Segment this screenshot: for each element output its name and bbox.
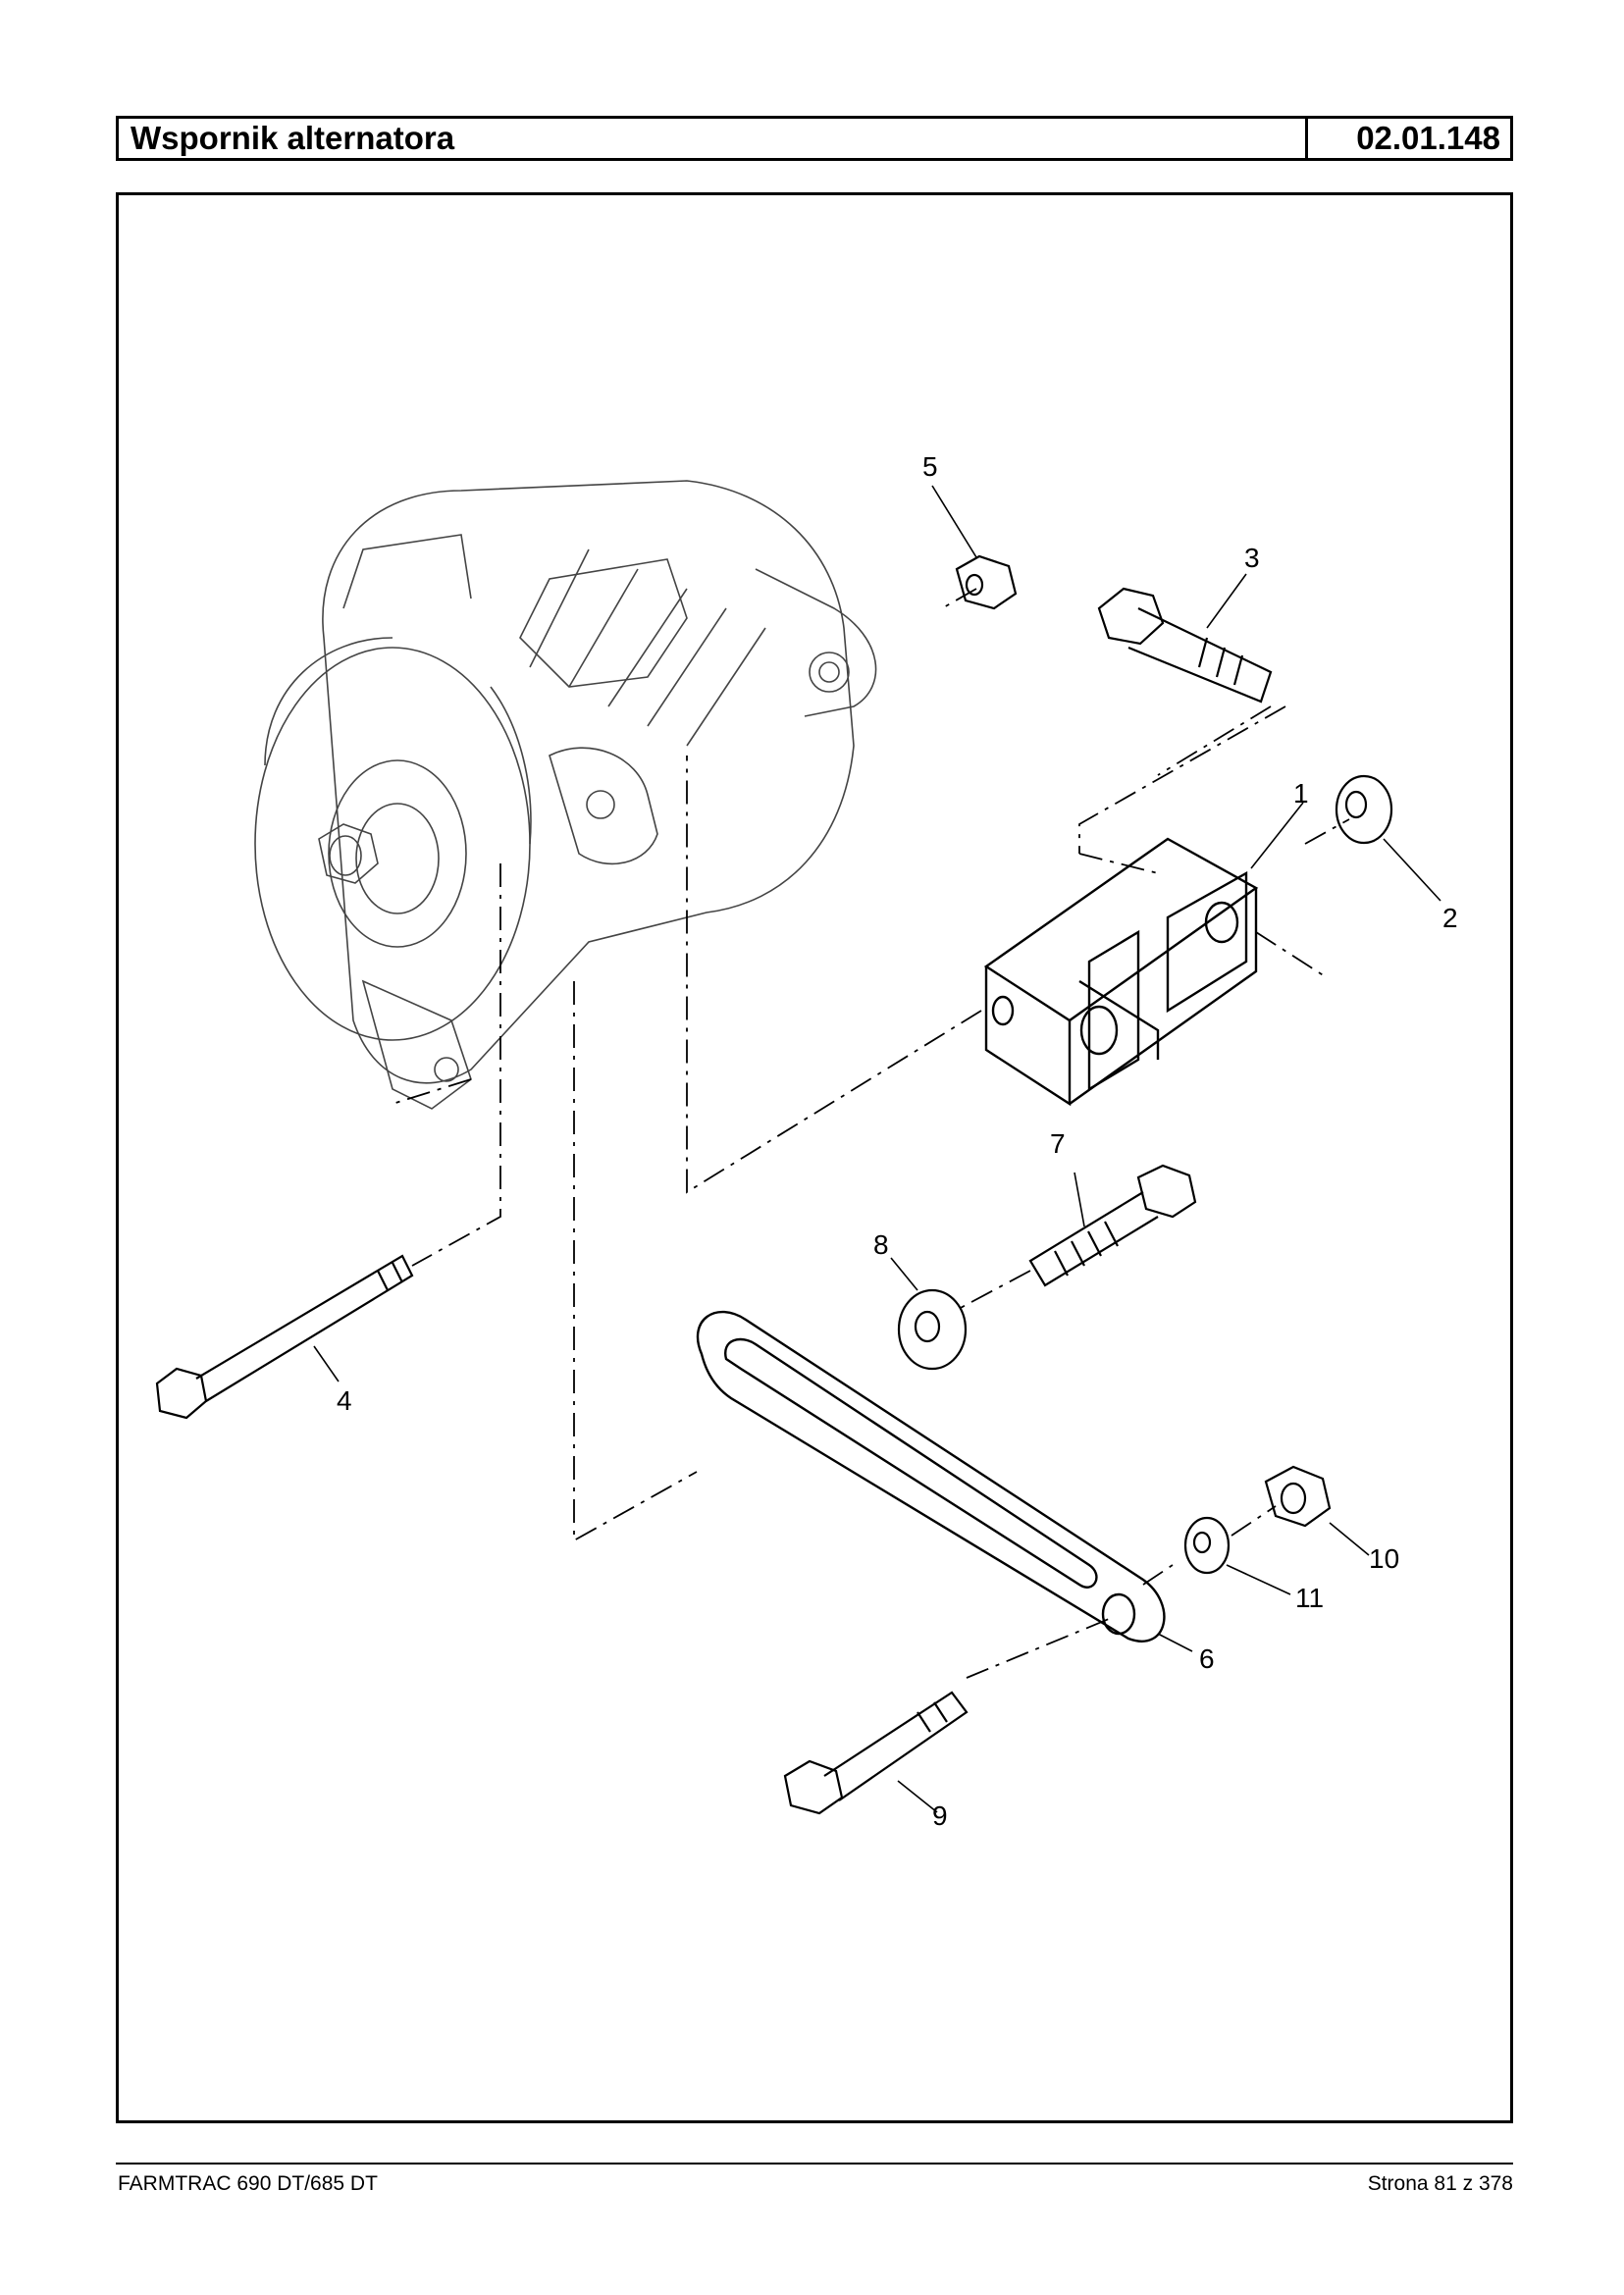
callout-4: 4 [337,1385,352,1416]
washer-8 [897,1288,968,1371]
spacer-11 [1183,1516,1231,1575]
washer-2 [1335,774,1393,845]
callout-3: 3 [1244,543,1260,573]
page-title: Wspornik alternatora [131,120,455,156]
callout-7: 7 [1050,1128,1066,1159]
callout-9: 9 [932,1800,948,1831]
bolt-3 [1097,587,1273,704]
mounting-block [983,837,1259,1107]
callout-6: 6 [1199,1643,1215,1674]
footer-model: FARMTRAC 690 DT/685 DT [118,2172,378,2195]
callout-10: 10 [1369,1543,1399,1574]
leader-lines [313,485,1441,1813]
callout-8: 8 [873,1229,889,1260]
callout-labels: 1 2 3 4 5 6 7 8 9 10 11 [337,451,1458,1831]
bolt-4 [155,1254,414,1420]
bolt-7 [1028,1164,1197,1287]
page-header: Wspornik alternatora 02.01.148 [116,116,1513,161]
callout-2: 2 [1442,903,1458,933]
callout-1: 1 [1293,778,1309,808]
callout-5: 5 [922,451,938,482]
footer-page-number: Strona 81 z 378 [1367,2172,1513,2195]
callout-11: 11 [1295,1583,1324,1613]
section-code: 02.01.148 [1305,119,1510,158]
alternator-drawing [254,480,877,1110]
nut-5 [955,554,1018,610]
assembly-lines [392,588,1350,1679]
nut-10 [1264,1465,1332,1528]
diagram-frame [116,192,1513,2123]
bolt-9 [783,1691,969,1815]
adjusting-strap [696,1310,1166,1643]
footer-divider [116,2163,1513,2165]
